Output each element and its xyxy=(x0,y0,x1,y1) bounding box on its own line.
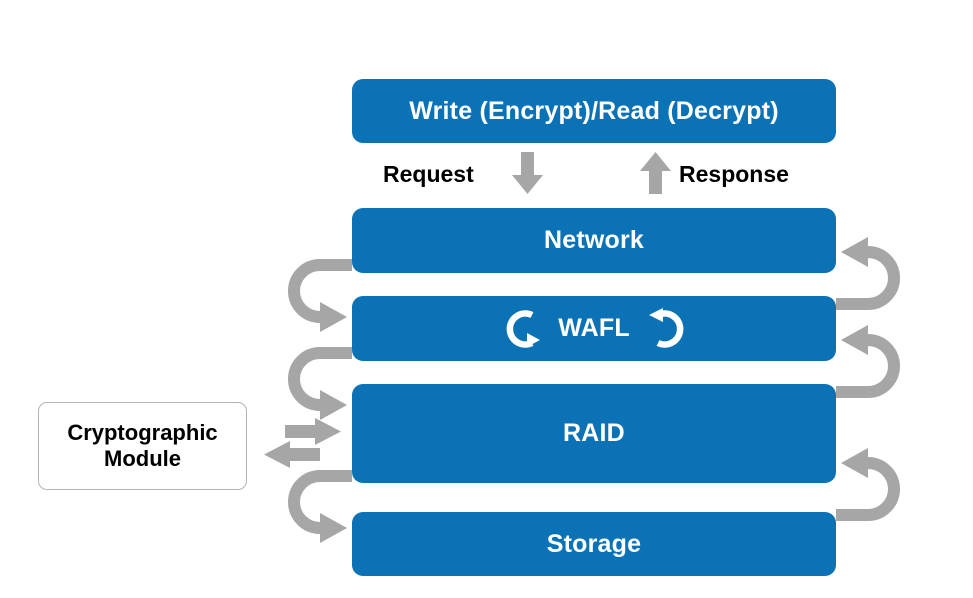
recycle-arrow-counterclockwise-icon xyxy=(648,307,684,348)
box-wafl-label: WAFL xyxy=(558,314,630,342)
box-wafl[interactable]: WAFL xyxy=(352,296,836,361)
u-turn-arrow-up-left-icon xyxy=(836,325,900,398)
arrow-up-icon xyxy=(640,152,671,194)
response-label: Response xyxy=(679,161,789,187)
box-raid-label: RAID xyxy=(563,419,625,447)
arrow-right-icon xyxy=(285,418,341,445)
box-network[interactable]: Network xyxy=(352,208,836,273)
u-turn-arrow-up-left-icon xyxy=(836,448,900,521)
arrow-down-icon xyxy=(512,152,543,194)
request-label: Request xyxy=(383,161,474,187)
u-turn-arrow-down-right-icon xyxy=(288,347,352,420)
box-raid[interactable]: RAID xyxy=(352,384,836,483)
cryptographic-module-label-line1: Cryptographic xyxy=(67,420,218,446)
cryptographic-module-box[interactable]: Cryptographic Module xyxy=(38,402,247,490)
cryptographic-module-label-line2: Module xyxy=(104,446,181,471)
box-storage-label: Storage xyxy=(546,529,642,558)
u-turn-arrow-down-right-icon xyxy=(288,259,352,332)
box-storage[interactable]: Storage xyxy=(352,512,836,576)
recycle-arrow-clockwise-icon xyxy=(506,309,541,348)
arrow-left-icon xyxy=(264,441,320,468)
box-write-read[interactable]: Write (Encrypt)/Read (Decrypt) xyxy=(352,79,836,143)
box-network-label: Network xyxy=(543,226,645,254)
u-turn-arrow-down-right-icon xyxy=(288,470,352,543)
u-turn-arrow-up-left-icon xyxy=(836,237,900,310)
box-write-read-label: Write (Encrypt)/Read (Decrypt) xyxy=(409,96,779,125)
